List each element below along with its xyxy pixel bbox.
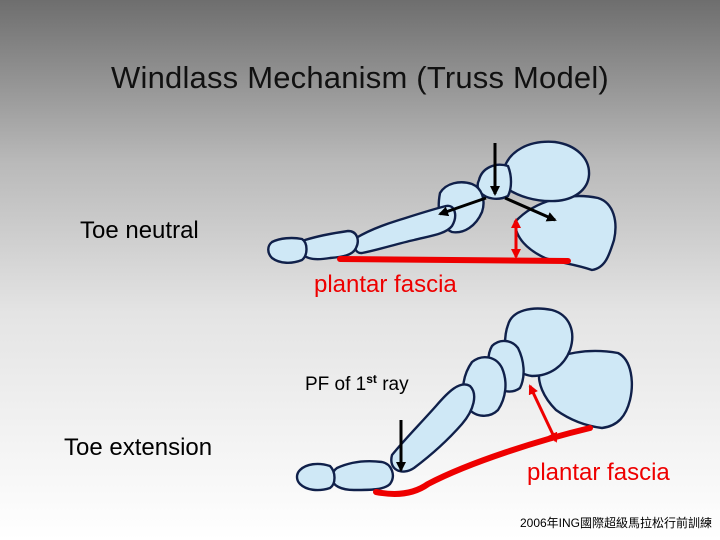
proximal-phalanx-bone-ext bbox=[330, 460, 394, 492]
foot-extension bbox=[295, 307, 633, 497]
plantar-fascia-label-bottom: plantar fascia bbox=[527, 459, 670, 486]
metatarsal-bone bbox=[353, 204, 457, 255]
arch-height-arrow-bottom bbox=[528, 384, 558, 443]
pf-first-ray-superscript: st bbox=[366, 372, 377, 386]
distal-phalanx-bone bbox=[267, 236, 308, 264]
force-arrow-rearfoot-top bbox=[504, 196, 557, 222]
pf-first-ray-label: PF of 1st ray bbox=[305, 372, 409, 396]
force-arrow-forefoot-top bbox=[438, 196, 487, 217]
slide-title: Windlass Mechanism (Truss Model) bbox=[111, 60, 609, 95]
pf-first-ray-prefix: PF of 1 bbox=[305, 374, 367, 395]
credit-footer: 2006年ING國際超級馬拉松行前訓練 bbox=[519, 516, 712, 530]
plantar-fascia-label-top: plantar fascia bbox=[314, 271, 457, 298]
toe-neutral-label: Toe neutral bbox=[80, 217, 199, 244]
distal-phalanx-bone-ext bbox=[295, 462, 336, 492]
plantar-fascia-band-top bbox=[337, 256, 571, 264]
metatarsal-bone-ext bbox=[390, 383, 476, 473]
toe-extension-label: Toe extension bbox=[64, 434, 213, 461]
foot-neutral bbox=[267, 140, 617, 272]
pf-first-ray-suffix: ray bbox=[376, 374, 409, 395]
talus-bone bbox=[500, 140, 591, 203]
proximal-phalanx-bone bbox=[300, 229, 359, 261]
